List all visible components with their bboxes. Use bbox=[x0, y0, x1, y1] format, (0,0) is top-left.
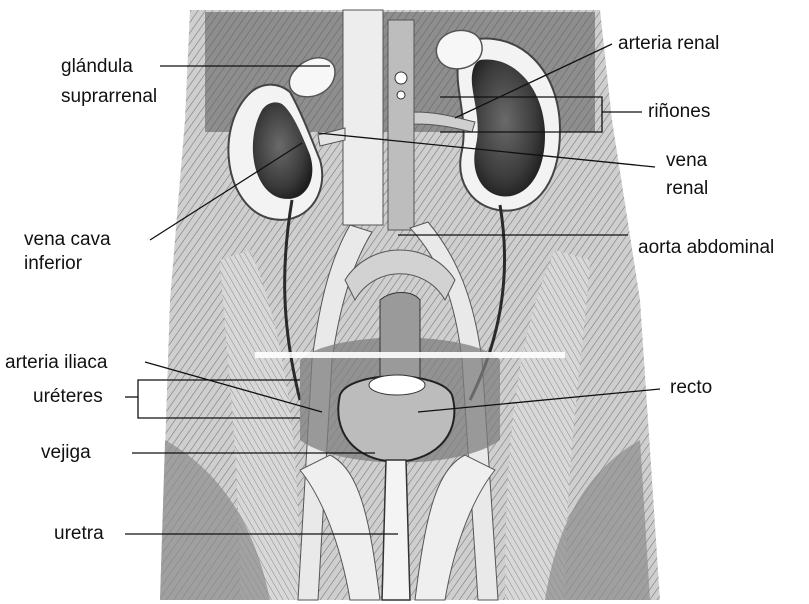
urethra bbox=[382, 460, 410, 600]
label-ureteres: uréteres bbox=[33, 386, 103, 408]
label-vena-cava-line1: vena cava bbox=[24, 229, 111, 251]
label-glandula-line1: glándula bbox=[61, 56, 133, 78]
label-arteria-renal: arteria renal bbox=[618, 33, 719, 55]
label-vena-renal-line1: vena bbox=[666, 150, 707, 172]
crop-band bbox=[255, 352, 565, 358]
adrenal-right bbox=[436, 30, 482, 68]
label-vejiga: vejiga bbox=[41, 442, 91, 464]
label-vena-renal-line2: renal bbox=[666, 178, 708, 200]
label-recto: recto bbox=[670, 377, 712, 399]
label-vena-cava-line2: inferior bbox=[24, 253, 82, 275]
aorta-ostium bbox=[395, 72, 407, 84]
aorta-ostium-2 bbox=[397, 91, 405, 99]
vena-cava-trunk bbox=[343, 10, 383, 225]
label-glandula-line2: suprarrenal bbox=[61, 86, 157, 108]
label-arteria-iliaca: arteria iliaca bbox=[5, 352, 107, 374]
label-aorta-abdominal: aorta abdominal bbox=[638, 237, 774, 259]
label-uretra: uretra bbox=[54, 523, 104, 545]
label-rinones: riñones bbox=[648, 101, 710, 123]
aorta-trunk bbox=[388, 20, 414, 230]
bladder-top bbox=[369, 375, 425, 395]
